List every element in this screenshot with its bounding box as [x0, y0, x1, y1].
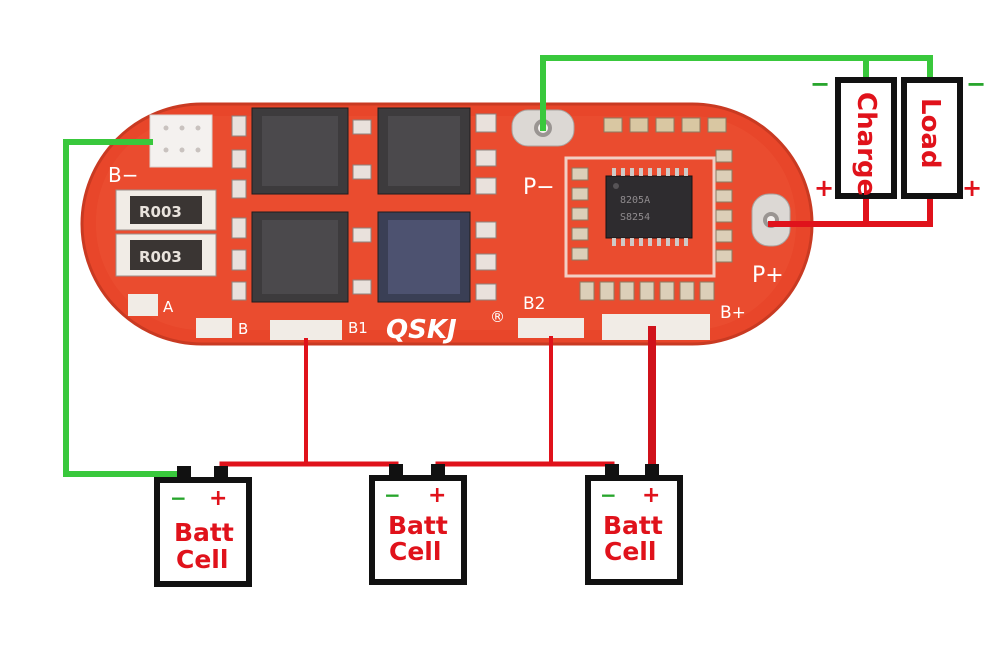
b2-label: B2: [523, 294, 545, 314]
resistor-code-2: R003: [139, 248, 182, 266]
mosfet-top-left: [251, 107, 349, 195]
batt-cell-1-line2: Cell: [176, 545, 228, 574]
p-minus-label: P−: [523, 175, 555, 200]
wire-p-minus-to-load-negative: [540, 55, 933, 131]
ic-chip: 8205A S8254: [605, 175, 693, 239]
charge-label: Charge: [851, 92, 881, 196]
bms-pcb-board: B− R003 R003 A: [80, 102, 814, 346]
shunt-resistor-2: R003: [115, 233, 217, 277]
resistor-code-1: R003: [139, 203, 182, 221]
charge-device: Charge: [835, 77, 897, 199]
board-logo-registered: ®: [490, 308, 505, 326]
batt-cell-2: − + Batt Cell: [369, 464, 467, 585]
load-plus-sign: +: [962, 174, 982, 202]
ic-marking-2: S8254: [620, 212, 650, 223]
b-label: B: [238, 320, 248, 338]
ic-frame: [564, 156, 716, 278]
shunt-resistor-1: R003: [115, 189, 217, 231]
b1-label: B1: [348, 319, 368, 337]
batt-cell-2-line1: Batt: [388, 511, 448, 540]
load-minus-sign: −: [966, 70, 986, 98]
batt-cell-3-line2: Cell: [604, 537, 656, 566]
b2-pad: [518, 318, 584, 338]
b-pad: [196, 318, 232, 338]
p-plus-label: P+: [752, 263, 784, 288]
mosfet-top-right: [377, 107, 471, 195]
batt-cell-3-plus: +: [642, 483, 660, 508]
wire-cell2-to-cell3: [435, 461, 615, 479]
ic-pins: [612, 168, 688, 246]
batt-cell-2-plus: +: [428, 483, 446, 508]
batt-cell-3-minus: −: [600, 483, 617, 507]
b-plus-label: B+: [720, 303, 746, 323]
ic-side-smd: [571, 149, 733, 263]
batt-cell-3: − + Batt Cell: [585, 464, 683, 585]
batt-cell-1-minus: −: [170, 486, 187, 510]
mosfet-bottom-left: [251, 211, 349, 303]
batt-cell-1-plus: +: [209, 486, 227, 511]
load-label: Load: [915, 98, 945, 169]
bottom-smd-row: [579, 281, 715, 301]
batt-cell-1: − + Batt Cell: [154, 466, 252, 587]
mosfet-pins: [231, 113, 497, 301]
charge-minus-sign: −: [810, 70, 830, 98]
mosfet-bottom-right: [377, 211, 471, 303]
wire-cell1-to-cell2: [219, 461, 399, 479]
p-plus-terminal: [751, 193, 791, 247]
a-pad: [128, 294, 158, 316]
b1-pad: [270, 320, 342, 340]
batt-cell-2-minus: −: [384, 483, 401, 507]
board-logo: QSKJ: [386, 315, 457, 345]
top-smd-row: [603, 117, 727, 133]
load-device: Load: [901, 77, 963, 199]
batt-cell-1-line1: Batt: [174, 518, 234, 547]
batt-cell-2-line2: Cell: [389, 537, 441, 566]
ic-marking-1: 8205A: [620, 195, 650, 206]
charge-plus-sign: +: [814, 174, 834, 202]
wire-p-plus-to-load-positive: [863, 193, 933, 227]
b-minus-label: B−: [108, 163, 138, 187]
a-label: A: [163, 298, 174, 316]
b-minus-pad: [149, 114, 213, 168]
batt-cell-3-line1: Batt: [603, 511, 663, 540]
